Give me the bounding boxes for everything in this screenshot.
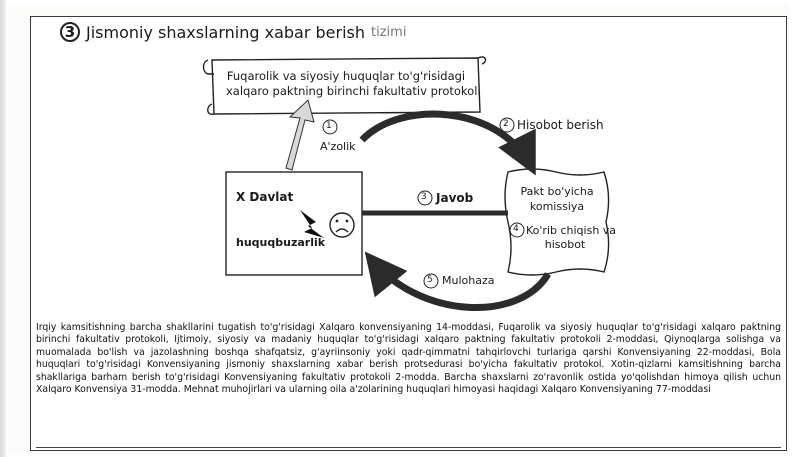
committee-name: Pakt bo'yicha komissiya	[514, 184, 600, 214]
state-name: X Davlat	[236, 190, 294, 204]
step-2-label: Hisobot berish	[517, 118, 604, 132]
step-3-circle	[417, 190, 433, 206]
scroll-line-2: xalqaro paktning birinchi fakultativ pro…	[226, 84, 481, 98]
scroll-line-1: Fuqarolik va siyosiy huquqlar to'g'risid…	[226, 69, 466, 83]
step-4-number: 4	[513, 224, 519, 234]
remarks-arrow	[364, 251, 552, 311]
title-text: Jismoniy shaxslarning xabar berish	[86, 22, 366, 42]
step-5-number: 5	[427, 275, 433, 285]
step-4-line-2: hisobot	[544, 238, 586, 251]
step-4-circle	[509, 222, 525, 238]
step-5-circle	[423, 273, 439, 289]
footnote-paragraph: Irqiy kamsitishning barcha shakllarini t…	[36, 322, 781, 396]
step-5-label: Mulohaza	[442, 274, 495, 287]
title-tail: tizimi	[371, 24, 407, 40]
sad-face-icon	[329, 212, 355, 238]
diagram-title: 3 Jismoniy shaxslarning xabar berish tiz…	[60, 22, 406, 42]
title-number-circle: 3	[60, 22, 80, 42]
committee-line-1: Pakt bo'yicha	[520, 185, 594, 198]
protocol-scroll	[202, 56, 487, 115]
step-4-text: Ko'rib chiqish va hisobot	[526, 224, 617, 252]
scroll-text: Fuqarolik va siyosiy huquqlar to'g'risid…	[226, 69, 481, 99]
step-2-number: 2	[503, 119, 509, 129]
step-2-circle	[499, 117, 515, 133]
committee-box	[504, 168, 610, 276]
step-1-number: 1	[326, 121, 332, 131]
lightning-icon	[300, 210, 324, 238]
step-1-label: A'zolik	[320, 140, 356, 153]
page-edge	[0, 0, 6, 457]
committee-line-2: komissiya	[529, 200, 585, 213]
step-4-line-1: Ko'rib chiqish va	[526, 224, 617, 237]
violation-label: huquqbuzarlik	[236, 236, 326, 249]
step-3-label: Javob	[436, 191, 474, 205]
membership-arrow	[285, 99, 315, 171]
step-1-circle	[322, 119, 338, 135]
step-3-number: 3	[421, 192, 427, 202]
bottom-rule	[36, 447, 781, 448]
report-arrow	[359, 110, 536, 176]
